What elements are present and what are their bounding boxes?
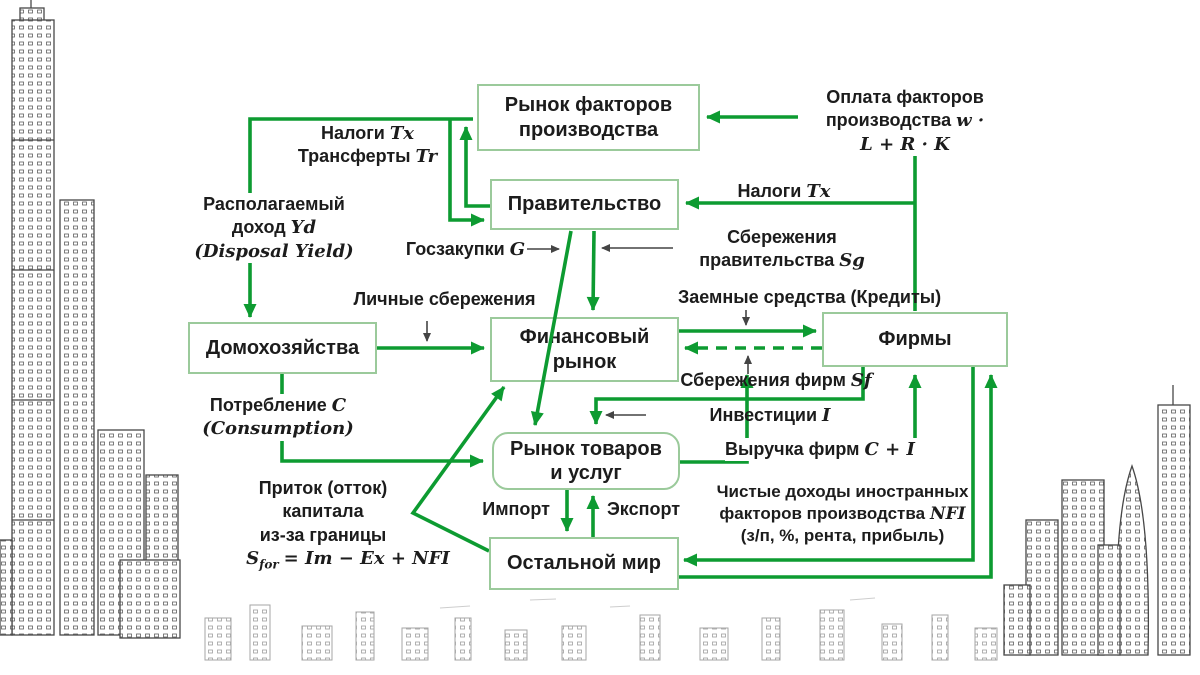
label-text: Потребление <box>209 395 327 415</box>
arrow-transfers-from-government <box>459 126 490 208</box>
node-label: и услуг <box>550 462 622 484</box>
label-export: Экспорт <box>607 498 702 521</box>
math-text: = Im − Ex + NFI <box>283 548 450 570</box>
label-text: (з/п, %, рента, прибыль) <box>740 526 945 546</box>
label-text: Личные сбережения <box>353 289 536 309</box>
label-text: Выручка фирм <box>725 439 860 459</box>
math-text: Tx <box>389 123 414 144</box>
label-text: Экспорт <box>607 499 681 519</box>
label-text: Налоги <box>737 181 802 201</box>
arrow-gov-savings <box>586 230 600 311</box>
math-text: Tr <box>415 146 438 168</box>
label-text: капитала <box>282 501 364 522</box>
label-text: Приток (отток) <box>258 478 388 498</box>
math-text: (Disposal Yield) <box>194 240 354 262</box>
arrow-restworld-to-firms <box>679 374 998 579</box>
right-skyline <box>1003 385 1191 656</box>
label-import: Импорт <box>462 498 550 521</box>
arrow-firms-to-restworld <box>683 365 975 567</box>
math-text: C + I <box>864 439 915 460</box>
label-text: Налоги <box>321 123 385 143</box>
math-text: Tx <box>806 181 831 202</box>
node-label: Рынок факторов <box>504 94 673 117</box>
node-label: Рынок товаров <box>510 437 662 460</box>
label-text: факторов производства <box>719 504 926 524</box>
math-text: L + R · K <box>860 133 950 155</box>
node-government: Правительство <box>490 179 679 230</box>
label-text: Госзакупки <box>405 239 505 259</box>
arrow-firm-revenue <box>680 374 754 464</box>
math-text: (Consumption) <box>202 418 354 440</box>
label-nfi: Чистые доходы иностранных факторов произ… <box>705 481 980 547</box>
label-text: Чистые доходы иностранных <box>716 482 969 501</box>
math-text: Sf <box>850 370 872 391</box>
node-label: Остальной мир <box>506 552 662 575</box>
node-rest-of-world: Остальной мир <box>489 537 679 590</box>
arrow-taxes-to-government <box>448 119 485 227</box>
node-label: Правительство <box>507 193 662 216</box>
node-label: производства <box>518 118 659 141</box>
arrow-capital-inflow <box>410 385 506 553</box>
label-text: Импорт <box>482 499 550 519</box>
node-goods-market: Рынок товаров и услуг <box>492 432 680 490</box>
label-loans: Заемные средства (Кредиты) <box>678 286 941 309</box>
label-text: доход <box>231 217 286 238</box>
node-households: Домохозяйства <box>188 322 377 374</box>
bottom-skyline <box>204 597 998 661</box>
label-personal-savings: Личные сбережения <box>332 288 557 311</box>
label-text: из-за границы <box>259 524 387 545</box>
label-text: Располагаемый <box>203 194 345 214</box>
node-label: Фирмы <box>878 328 952 351</box>
node-firms: Фирмы <box>822 312 1008 367</box>
arrow-gov-purchases <box>530 230 573 426</box>
math-text: C <box>331 395 347 416</box>
label-text: производства <box>825 110 952 131</box>
label-text: Инвестиции <box>709 405 818 425</box>
math-text: I <box>822 405 831 426</box>
math-text: Sg <box>839 250 865 272</box>
label-capital-flow: Приток (отток) капитала из-за границы Sf… <box>228 477 468 573</box>
node-label: Домохозяйства <box>205 336 360 359</box>
label-text: Трансферты <box>297 146 411 167</box>
math-text: G <box>509 239 526 260</box>
math-text: NFI <box>930 504 966 525</box>
arrow-investments <box>589 367 865 425</box>
math-text: S <box>246 548 260 570</box>
label-text: Оплата факторов <box>826 87 984 107</box>
node-factor-market: Рынок факторов производства <box>477 84 700 151</box>
label-text: правительства <box>699 250 835 271</box>
math-subscript: for <box>259 557 279 572</box>
math-text: Yd <box>290 217 317 239</box>
node-label: рынок <box>552 350 617 373</box>
label-text: Сбережения <box>727 227 837 247</box>
math-text: w · <box>956 110 985 132</box>
label-text: Заемные средства (Кредиты) <box>678 287 942 307</box>
left-skyline <box>0 0 181 639</box>
label-text: Сбережения фирм <box>680 370 846 390</box>
